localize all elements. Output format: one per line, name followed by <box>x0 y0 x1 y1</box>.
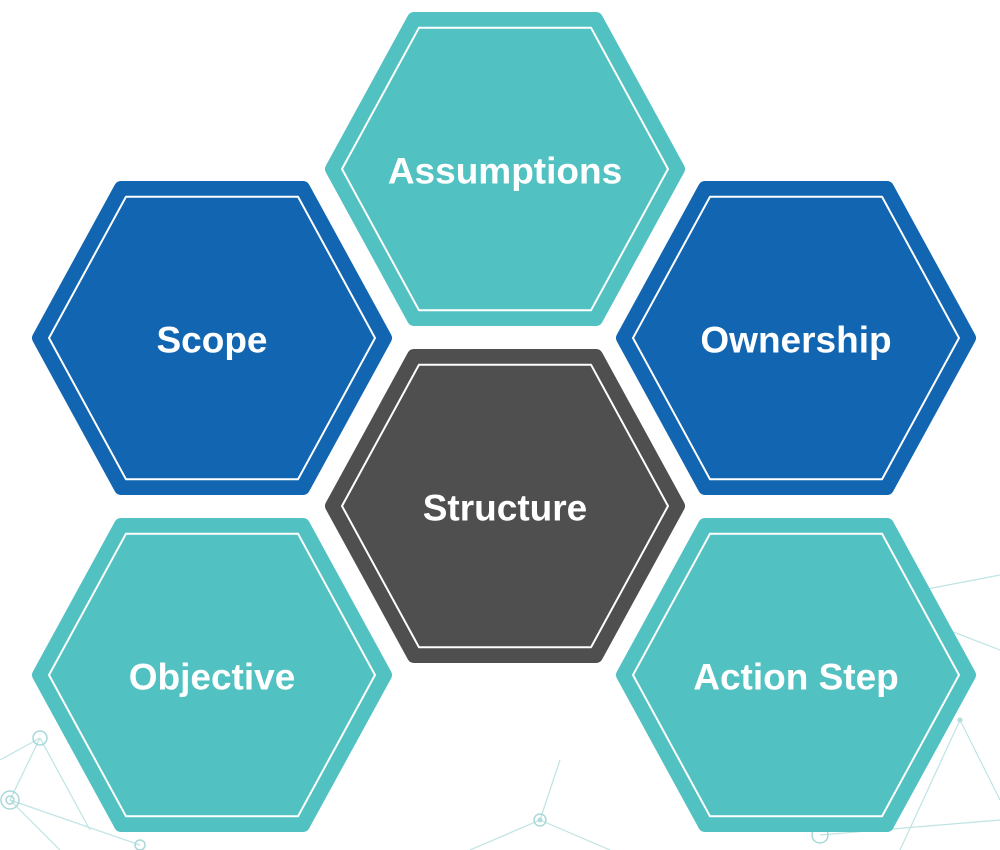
hex-objective: Objective <box>32 518 392 832</box>
network-node <box>32 730 48 746</box>
hex-assumptions-label: Assumptions <box>388 151 622 192</box>
hex-action-step-outline <box>632 532 960 818</box>
network-line <box>819 819 1000 836</box>
network-line <box>959 719 1000 801</box>
network-line <box>9 799 61 850</box>
hex-scope-label: Scope <box>156 320 267 361</box>
hex-assumptions-shape <box>325 12 685 326</box>
background-network <box>0 574 1000 850</box>
hex-action-step-shape <box>616 518 976 832</box>
hex-action-step-label: Action Step <box>693 657 899 698</box>
network-node <box>537 817 543 823</box>
network-node <box>0 790 20 810</box>
hex-assumptions: Assumptions <box>325 12 685 326</box>
hex-objective-shape <box>32 518 392 832</box>
hex-structure: Structure <box>325 349 685 663</box>
hex-action-step: Action Step <box>616 518 976 832</box>
network-line <box>9 737 41 801</box>
network-line <box>539 819 611 850</box>
network-node <box>5 795 15 805</box>
network-node <box>533 813 547 827</box>
network-line <box>469 819 541 850</box>
hex-assumptions-outline <box>341 26 669 312</box>
hex-structure-outline <box>341 363 669 649</box>
network-node <box>957 717 963 723</box>
network-line <box>539 759 561 821</box>
network-line <box>39 737 91 831</box>
network-node <box>134 839 146 850</box>
hex-scope-outline <box>48 195 376 481</box>
network-line <box>9 799 141 846</box>
hex-objective-outline <box>48 532 376 818</box>
hex-ownership-outline <box>632 195 960 481</box>
hex-ownership-shape <box>616 181 976 495</box>
hex-scope: Scope <box>32 181 392 495</box>
hex-objective-label: Objective <box>129 657 296 698</box>
hex-ownership: Ownership <box>616 181 976 495</box>
hex-structure-shape <box>325 349 685 663</box>
network-line <box>899 719 961 850</box>
hex-structure-label: Structure <box>423 488 587 529</box>
hex-ownership-label: Ownership <box>700 320 891 361</box>
hex-scope-shape <box>32 181 392 495</box>
